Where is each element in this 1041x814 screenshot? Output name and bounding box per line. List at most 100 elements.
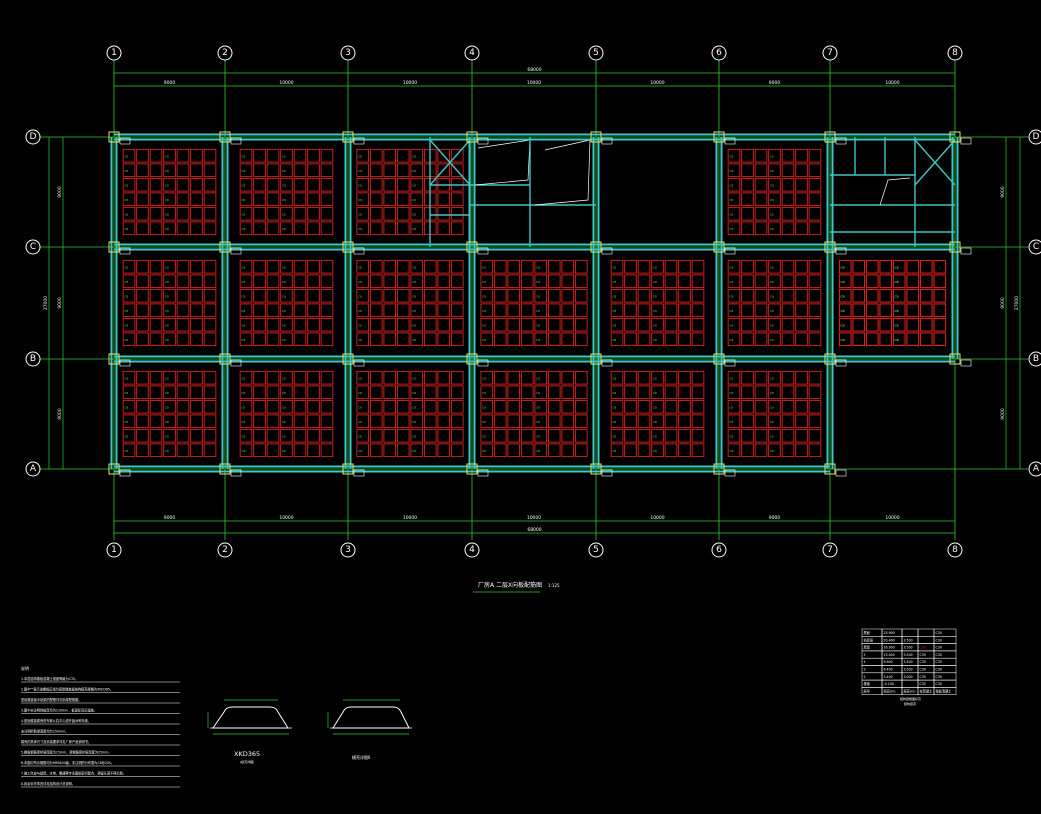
waffle-cell <box>149 288 163 303</box>
waffle-cell <box>480 414 494 429</box>
column-tag <box>960 137 972 145</box>
slab-tag: C8 <box>358 280 362 284</box>
column <box>342 353 354 365</box>
waffle-cell <box>637 332 651 347</box>
grid-bubble-A: A <box>25 461 41 477</box>
waffle-cell <box>307 163 320 178</box>
waffle-cell <box>437 370 451 385</box>
waffle-cell <box>933 317 947 332</box>
waffle-cell <box>176 414 190 429</box>
table-cell-text: 3.500 <box>904 638 913 642</box>
waffle-cell <box>369 221 383 236</box>
waffle-cell <box>203 274 217 289</box>
waffle-cell <box>691 274 705 289</box>
waffle-cell <box>383 332 397 347</box>
waffle-cell <box>136 414 149 429</box>
slab-tag: C8 <box>124 155 128 159</box>
waffle-cell <box>163 332 176 347</box>
dim-text: 9000 <box>1000 297 1006 309</box>
slab-tag: C8 <box>729 420 733 424</box>
waffle-cell <box>149 192 163 207</box>
waffle-cell <box>149 428 163 443</box>
waffle-cell <box>396 385 410 400</box>
slab-tag: C8 <box>412 169 416 173</box>
waffle-cell <box>624 428 637 443</box>
waffle-cell <box>768 414 781 429</box>
slab-tag: C8 <box>412 449 416 453</box>
waffle-cell <box>678 414 691 429</box>
slab-tag: C8 <box>124 184 128 188</box>
slab-tag: C8 <box>412 198 416 202</box>
waffle-cell <box>437 399 451 414</box>
waffle-cell <box>136 192 149 207</box>
waffle-cell <box>637 414 651 429</box>
waffle-cell <box>190 259 203 274</box>
slab-tag: C8 <box>770 266 774 270</box>
waffle-cell <box>149 399 163 414</box>
table-cell-text: C35 <box>920 675 926 679</box>
waffle-cell <box>507 332 521 347</box>
column-tag <box>601 137 613 145</box>
waffle-cell <box>480 370 494 385</box>
waffle-cell <box>754 370 768 385</box>
slab-tag: C8 <box>412 266 416 270</box>
waffle-cell <box>741 332 754 347</box>
waffle-cell <box>136 370 149 385</box>
waffle-cell <box>933 274 947 289</box>
waffle-cell <box>136 288 149 303</box>
waffle-cell <box>520 288 534 303</box>
slab-tag: C8 <box>124 295 128 299</box>
waffle-cell <box>203 288 217 303</box>
dim-text: 9000 <box>57 297 63 309</box>
waffle-cell <box>253 288 266 303</box>
grid-bubble-B: B <box>25 351 41 367</box>
waffle-cell <box>906 259 920 274</box>
waffle-cell <box>808 443 822 458</box>
waffle-cell <box>136 274 149 289</box>
waffle-cell <box>396 221 410 236</box>
waffle-cell <box>664 259 678 274</box>
grid-bubble-label: 1 <box>111 48 117 58</box>
slab-tag: C8 <box>612 266 616 270</box>
slab-tag: C8 <box>165 338 169 342</box>
grid-bubble-label: 5 <box>593 545 599 555</box>
waffle-cell <box>369 288 383 303</box>
slab-tag: C8 <box>653 266 657 270</box>
grid-bubble-D: D <box>25 129 41 145</box>
waffle-cell <box>741 399 754 414</box>
waffle-cell <box>253 274 266 289</box>
column-tag <box>835 137 847 145</box>
waffle-cell <box>754 443 768 458</box>
waffle-cell <box>266 443 280 458</box>
slab-tag: C8 <box>482 338 486 342</box>
waffle-cell <box>852 259 866 274</box>
waffle-cell <box>795 177 808 192</box>
slab-tag: C8 <box>241 391 245 395</box>
slab-tag: C8 <box>241 227 245 231</box>
waffle-cell <box>136 303 149 318</box>
column <box>108 353 120 365</box>
waffle-cell <box>190 317 203 332</box>
table-cell-text: 23.900 <box>884 631 895 635</box>
waffle-cell <box>561 399 575 414</box>
opening-line <box>429 139 471 186</box>
waffle-cell <box>176 177 190 192</box>
column <box>219 463 231 475</box>
table-cell-text: 3 <box>864 668 866 672</box>
slab-tag: C8 <box>358 324 362 328</box>
waffle-cell <box>808 163 822 178</box>
waffle-cell <box>741 303 754 318</box>
grid-bubble-2: 2 <box>217 542 233 558</box>
waffle-cell <box>781 148 795 163</box>
column-tag <box>119 359 131 367</box>
grid-bubble-label: 7 <box>827 545 833 555</box>
waffle-cell <box>768 274 781 289</box>
waffle-cell <box>534 288 548 303</box>
waffle-cell <box>190 274 203 289</box>
waffle-cell <box>423 414 437 429</box>
waffle-cell <box>865 317 879 332</box>
grid-bubble-circle <box>340 542 356 558</box>
slab-tag: C8 <box>282 324 286 328</box>
waffle-cell <box>203 303 217 318</box>
